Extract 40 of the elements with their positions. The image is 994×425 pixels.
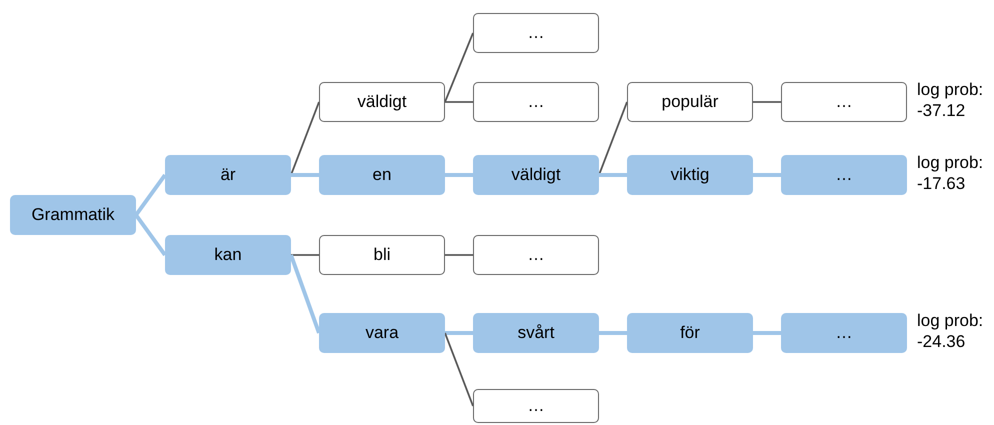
connector-line [599,331,627,335]
connector-line [445,173,473,177]
word-box: Grammatik [10,195,136,235]
connector-line [753,101,781,103]
word-box: en [319,155,445,195]
word-box: … [473,389,599,423]
word-box: … [473,235,599,275]
word-box: bli [319,235,445,275]
word-box: … [473,13,599,53]
word-box: vara [319,313,445,353]
word-box: är [165,155,291,195]
connector-line [291,254,319,256]
connector-line [289,254,321,334]
word-box: för [627,313,753,353]
word-box: … [473,82,599,122]
connector-line [290,102,320,176]
connector-line [445,254,473,256]
connector-line [134,174,167,216]
word-box: … [781,313,907,353]
word-box: svårt [473,313,599,353]
connector-line [134,214,167,256]
log-prob-label: log prob: -24.36 [917,310,984,352]
word-box: väldigt [473,155,599,195]
connector-line [445,101,473,103]
connector-line [444,32,474,102]
word-box: väldigt [319,82,445,122]
connector-line [753,173,781,177]
connector-line [444,332,474,406]
connector-line [599,173,627,177]
word-box: viktig [627,155,753,195]
word-box: … [781,82,907,122]
connector-line [753,331,781,335]
connector-line [291,173,319,177]
word-box: populär [627,82,753,122]
word-box: kan [165,235,291,275]
connector-line [598,102,628,176]
connector-line [445,331,473,335]
log-prob-label: log prob: -17.63 [917,152,984,194]
log-prob-label: log prob: -37.12 [917,79,984,121]
word-box: … [781,155,907,195]
